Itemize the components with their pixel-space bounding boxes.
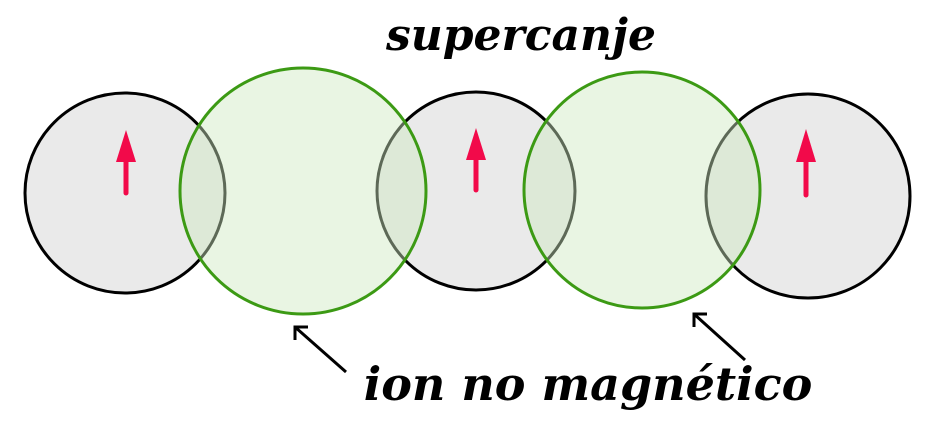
top-label: supercanje: [385, 10, 656, 61]
spin-arrow-icon: [796, 129, 816, 198]
bottom-label: ion no magnético: [364, 357, 813, 411]
pointer-arrow-icon: [293, 325, 347, 374]
pointer-arrow-icon: [692, 312, 747, 362]
nonmagnetic-ion-1: [178, 66, 428, 316]
nonmagnetic-ion-2: [522, 70, 762, 310]
spin-arrow-icon: [466, 128, 486, 193]
spin-arrow-icon: [116, 130, 136, 196]
